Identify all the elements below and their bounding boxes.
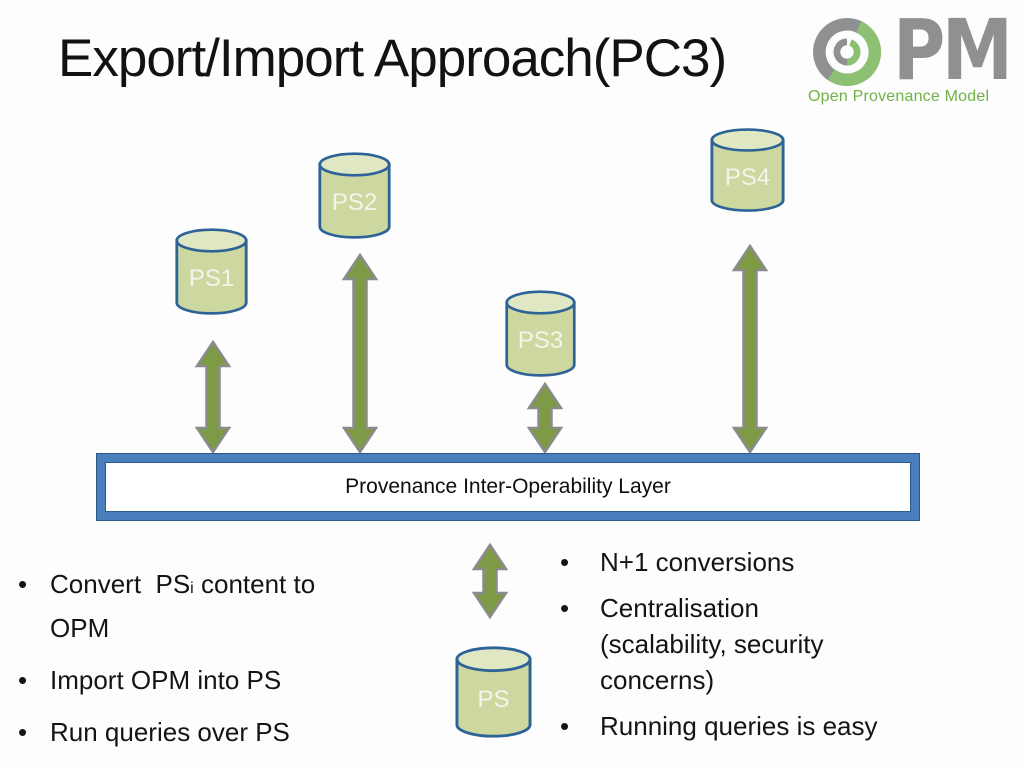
cylinder-label: PS2	[331, 189, 378, 216]
cylinder-label: PS4	[724, 163, 771, 191]
bullet-item-conversions: • N+1 conversions	[552, 544, 952, 580]
bullet-marker: •	[18, 665, 28, 695]
opm-logo: PM Open Provenance Model	[803, 6, 1021, 108]
bullet-text: Import OPM into PS	[50, 665, 282, 695]
bullet-marker: •	[18, 569, 28, 599]
double-arrow-ps	[471, 542, 509, 620]
bullet-item-run-queries: • Run queries over PS	[12, 712, 392, 752]
cylinder-ps: PS	[454, 645, 533, 740]
bullet-item-import: • Import OPM into PS	[12, 660, 392, 700]
cylinder-ps3: PS3	[504, 289, 577, 379]
opm-swirl-icon	[813, 18, 882, 87]
cylinder-ps4: PS4	[709, 127, 786, 214]
logo-caption: Open Provenance Model	[808, 88, 990, 105]
cylinder-label: PS1	[188, 265, 235, 292]
cylinder-ps2: PS2	[317, 151, 392, 241]
subscript-i: i	[190, 579, 194, 597]
bullet-item-running-queries: • Running queries is easy	[552, 708, 952, 744]
bullet-list-right: • N+1 conversions • Centralisation(scala…	[552, 544, 952, 754]
bullet-text: Running queries is easy	[600, 711, 878, 741]
interop-layer-label: Provenance Inter-Operability Layer	[345, 475, 671, 498]
double-arrow-ps2	[341, 252, 379, 455]
double-arrow-ps4	[731, 243, 769, 455]
bullet-text: Run queries over PS	[50, 717, 290, 747]
double-arrow-ps1	[194, 339, 232, 455]
logo-pm-text: PM	[893, 1, 1013, 99]
cylinder-label: PS3	[517, 327, 564, 354]
cylinder-ps1: PS1	[174, 227, 249, 317]
bullet-marker: •	[18, 717, 28, 747]
bullet-marker: •	[560, 547, 570, 577]
interop-layer-inner: Provenance Inter-Operability Layer	[105, 462, 911, 512]
cylinder-label: PS	[477, 685, 510, 713]
interop-layer-bar: Provenance Inter-Operability Layer	[96, 453, 920, 521]
page-title: Export/Import Approach(PC3)	[58, 29, 727, 88]
double-arrow-ps3	[526, 381, 564, 455]
bullet-marker: •	[560, 711, 570, 741]
bullet-text: N+1 conversions	[600, 547, 795, 577]
bullet-marker: •	[560, 593, 570, 623]
